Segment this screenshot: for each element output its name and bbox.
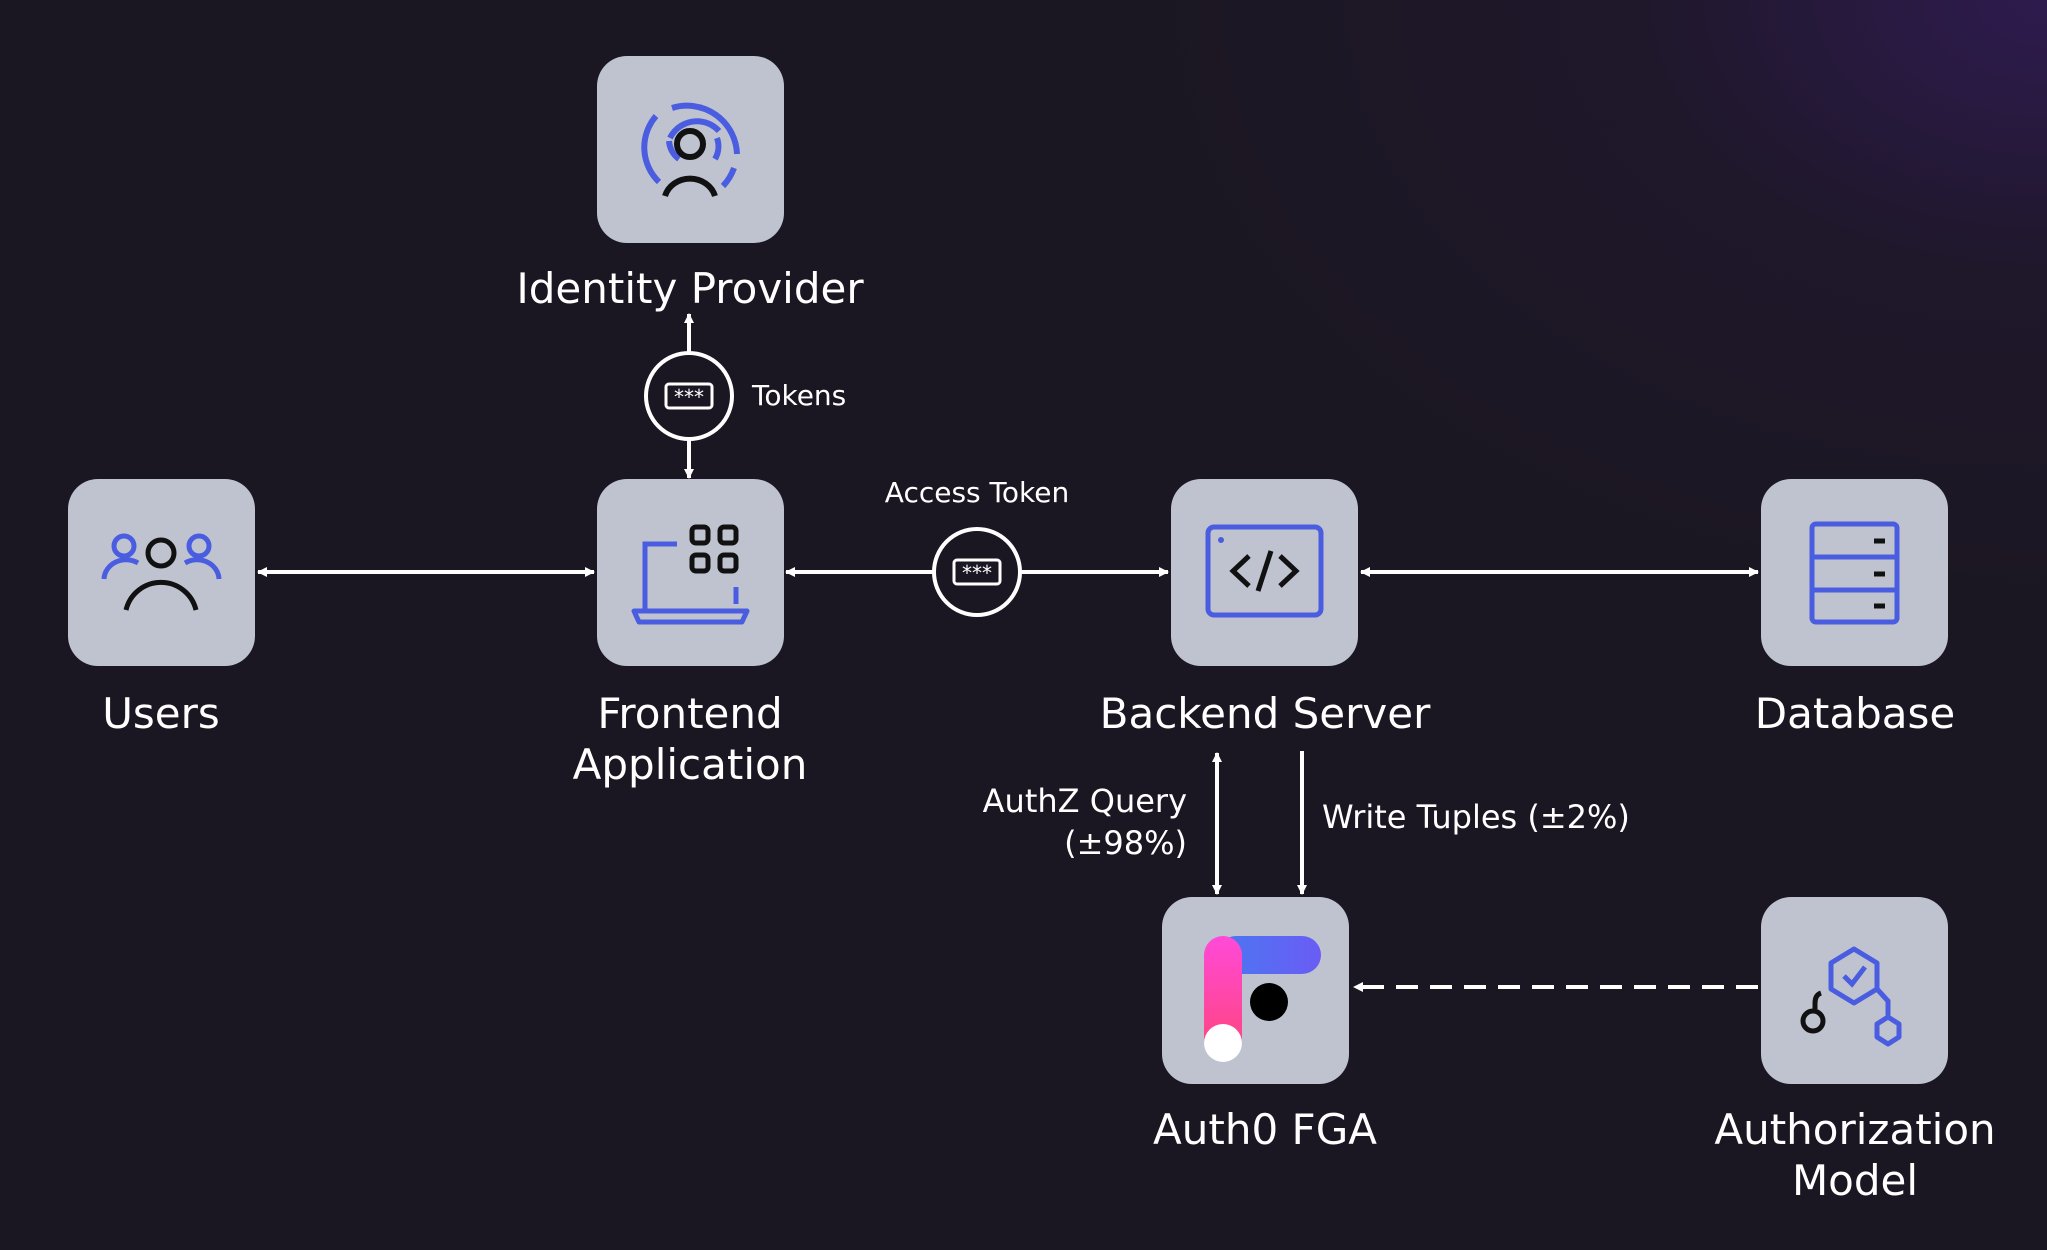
frontend-label-line1: Frontend <box>597 689 783 738</box>
database-node[interactable] <box>1761 479 1948 666</box>
tokens-label: Tokens <box>752 379 847 412</box>
users-node[interactable] <box>68 479 255 666</box>
authorization-model-node[interactable] <box>1761 897 1948 1084</box>
svg-text:***: *** <box>674 385 704 409</box>
authz-query-line1: AuthZ Query <box>982 782 1187 820</box>
identity-broadcast-icon <box>641 102 740 198</box>
code-window-icon <box>1205 524 1324 618</box>
auth0-fga-label: Auth0 FGA <box>1153 1105 1377 1154</box>
authorization-model-label-line2: Model <box>1791 1156 1919 1205</box>
authz-query-label: AuthZ Query (±98%) <box>983 780 1187 864</box>
model-graph-check-icon <box>1800 946 1902 1047</box>
access-token-label: Access Token <box>884 476 1070 509</box>
identity-provider-label: Identity Provider <box>516 264 864 313</box>
authz-query-line2: (±98%) <box>1064 824 1187 862</box>
access-token-badge: *** <box>932 527 1022 617</box>
frontend-node[interactable] <box>597 479 784 666</box>
users-label: Users <box>102 689 220 738</box>
frontend-label-line2: Application <box>572 740 808 789</box>
laptop-apps-icon <box>631 524 750 625</box>
tokens-badge: *** <box>644 351 734 441</box>
auth0-fga-logo <box>1204 936 1321 1062</box>
server-stack-icon <box>1809 521 1900 625</box>
authorization-model-label-line1: Authorization <box>1714 1105 1996 1154</box>
backend-node[interactable] <box>1171 479 1358 666</box>
svg-text:***: *** <box>962 561 992 585</box>
database-label: Database <box>1754 689 1956 738</box>
identity-provider-node[interactable] <box>597 56 784 243</box>
write-tuples-label: Write Tuples (±2%) <box>1322 798 1630 836</box>
users-group-icon <box>101 533 222 611</box>
backend-label: Backend Server <box>1099 689 1431 738</box>
authorization-model-label: Authorization Model <box>1714 1104 1995 1206</box>
frontend-label: Frontend Application <box>573 688 808 790</box>
auth0-fga-node[interactable] <box>1162 897 1349 1084</box>
